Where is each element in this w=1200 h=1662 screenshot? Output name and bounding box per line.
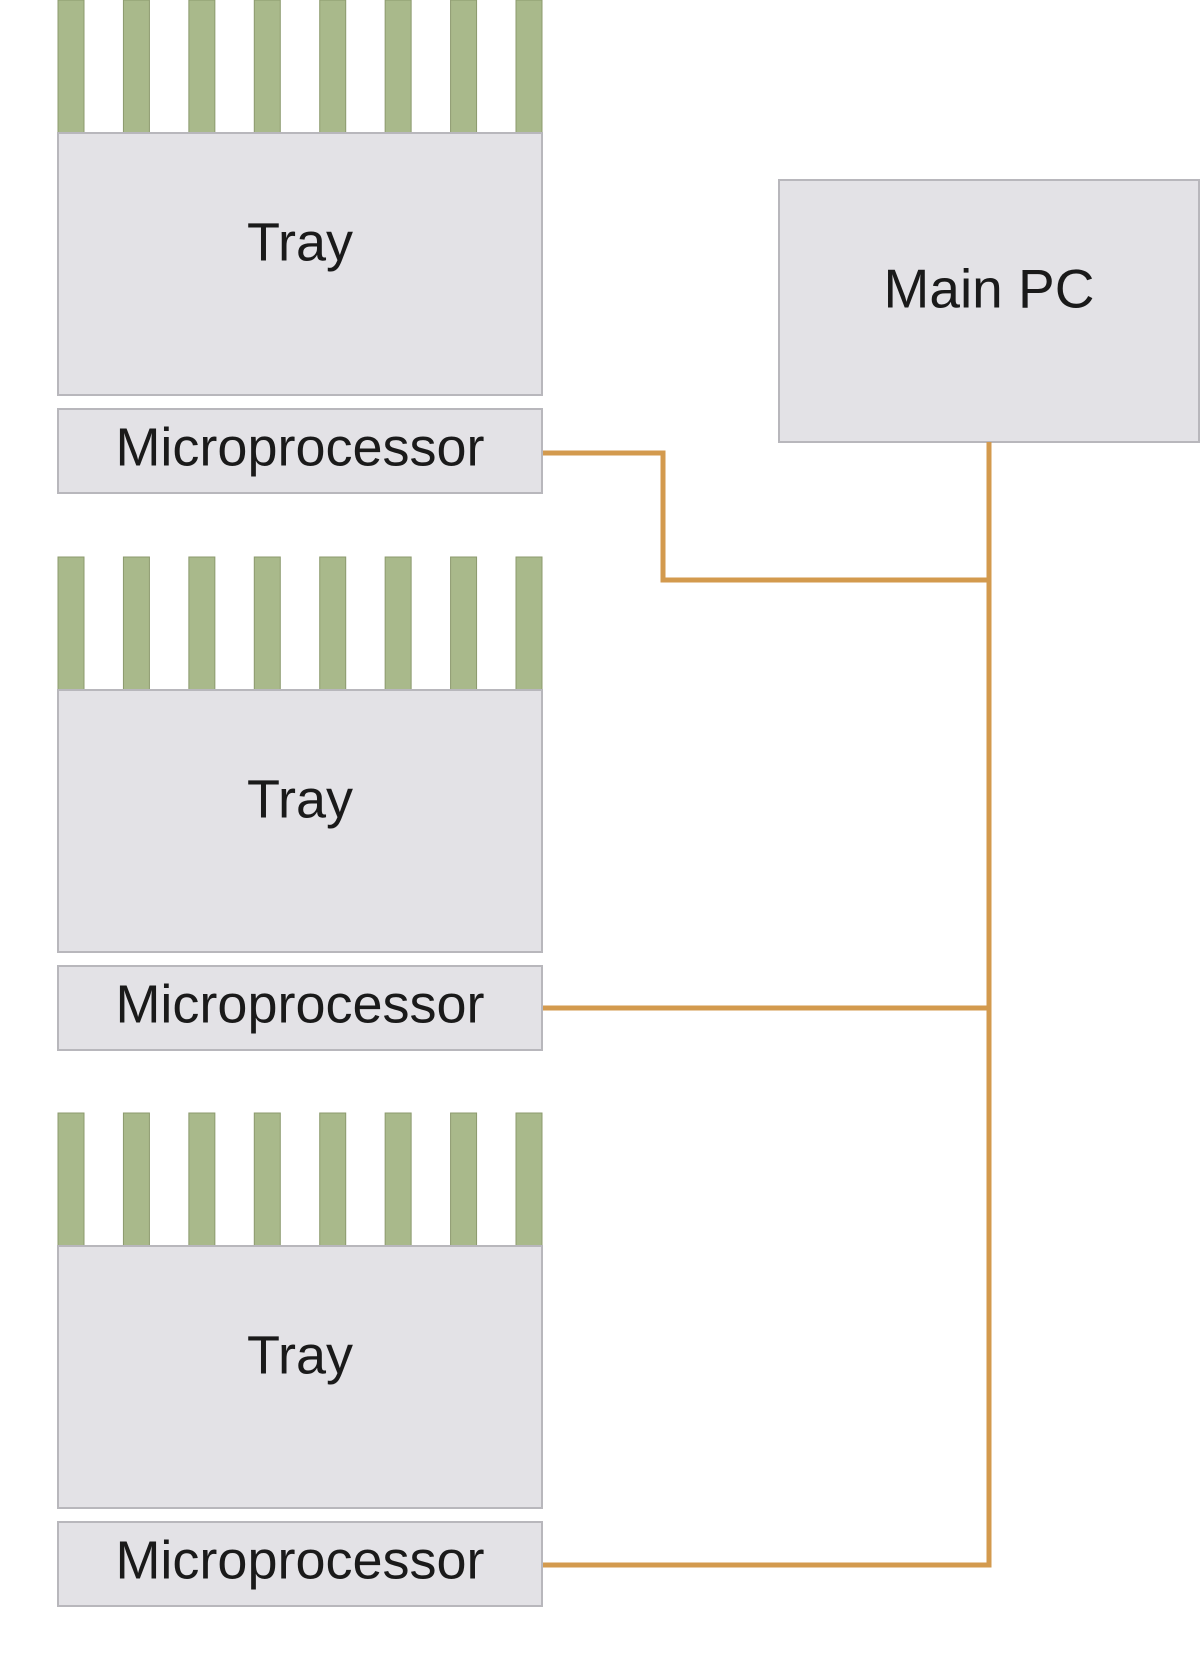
microprocessor-box xyxy=(57,408,543,494)
tray-slot xyxy=(188,1112,216,1247)
main-pc-trunk-wire xyxy=(543,442,992,1568)
tray-slot xyxy=(319,0,347,134)
microprocessor-label: Microprocessor xyxy=(115,974,484,1034)
tray-slot xyxy=(450,1112,478,1247)
tray-slot xyxy=(515,0,543,134)
microprocessor-box xyxy=(57,965,543,1051)
microprocessor-label: Microprocessor xyxy=(115,417,484,477)
tray-units: TrayMicroprocessorTrayMicroprocessorTray… xyxy=(57,0,543,1607)
main-pc-box: Main PC xyxy=(778,179,1200,443)
microprocessor-box xyxy=(57,1521,543,1607)
tray-slot xyxy=(122,0,150,134)
tray-slot xyxy=(450,556,478,691)
tray-slot xyxy=(384,556,412,691)
tray-label: Tray xyxy=(247,212,353,272)
tray-slot xyxy=(515,1112,543,1247)
tray-slot xyxy=(122,1112,150,1247)
tray-slot xyxy=(253,556,281,691)
tray-label: Tray xyxy=(247,769,353,829)
tray-box xyxy=(57,1245,543,1509)
tray-slot xyxy=(384,0,412,134)
connection-wires xyxy=(543,442,992,1568)
tray-slot xyxy=(57,0,85,134)
tray-slot xyxy=(122,556,150,691)
main-pc-label: Main PC xyxy=(884,258,1095,320)
tray-slot xyxy=(384,1112,412,1247)
tray-slot xyxy=(319,1112,347,1247)
tray-slot xyxy=(188,556,216,691)
tray-box xyxy=(57,132,543,396)
tray-slot xyxy=(450,0,478,134)
microprocessor-label: Microprocessor xyxy=(115,1530,484,1590)
tray-slot xyxy=(57,1112,85,1247)
tray-box xyxy=(57,689,543,953)
tray-slot xyxy=(188,0,216,134)
tray-slot xyxy=(253,1112,281,1247)
tray-slot xyxy=(319,556,347,691)
tray-slot xyxy=(253,0,281,134)
tray-1-wire xyxy=(543,450,989,583)
tray-slot xyxy=(57,556,85,691)
tray-label: Tray xyxy=(247,1325,353,1385)
tray-slot xyxy=(515,556,543,691)
